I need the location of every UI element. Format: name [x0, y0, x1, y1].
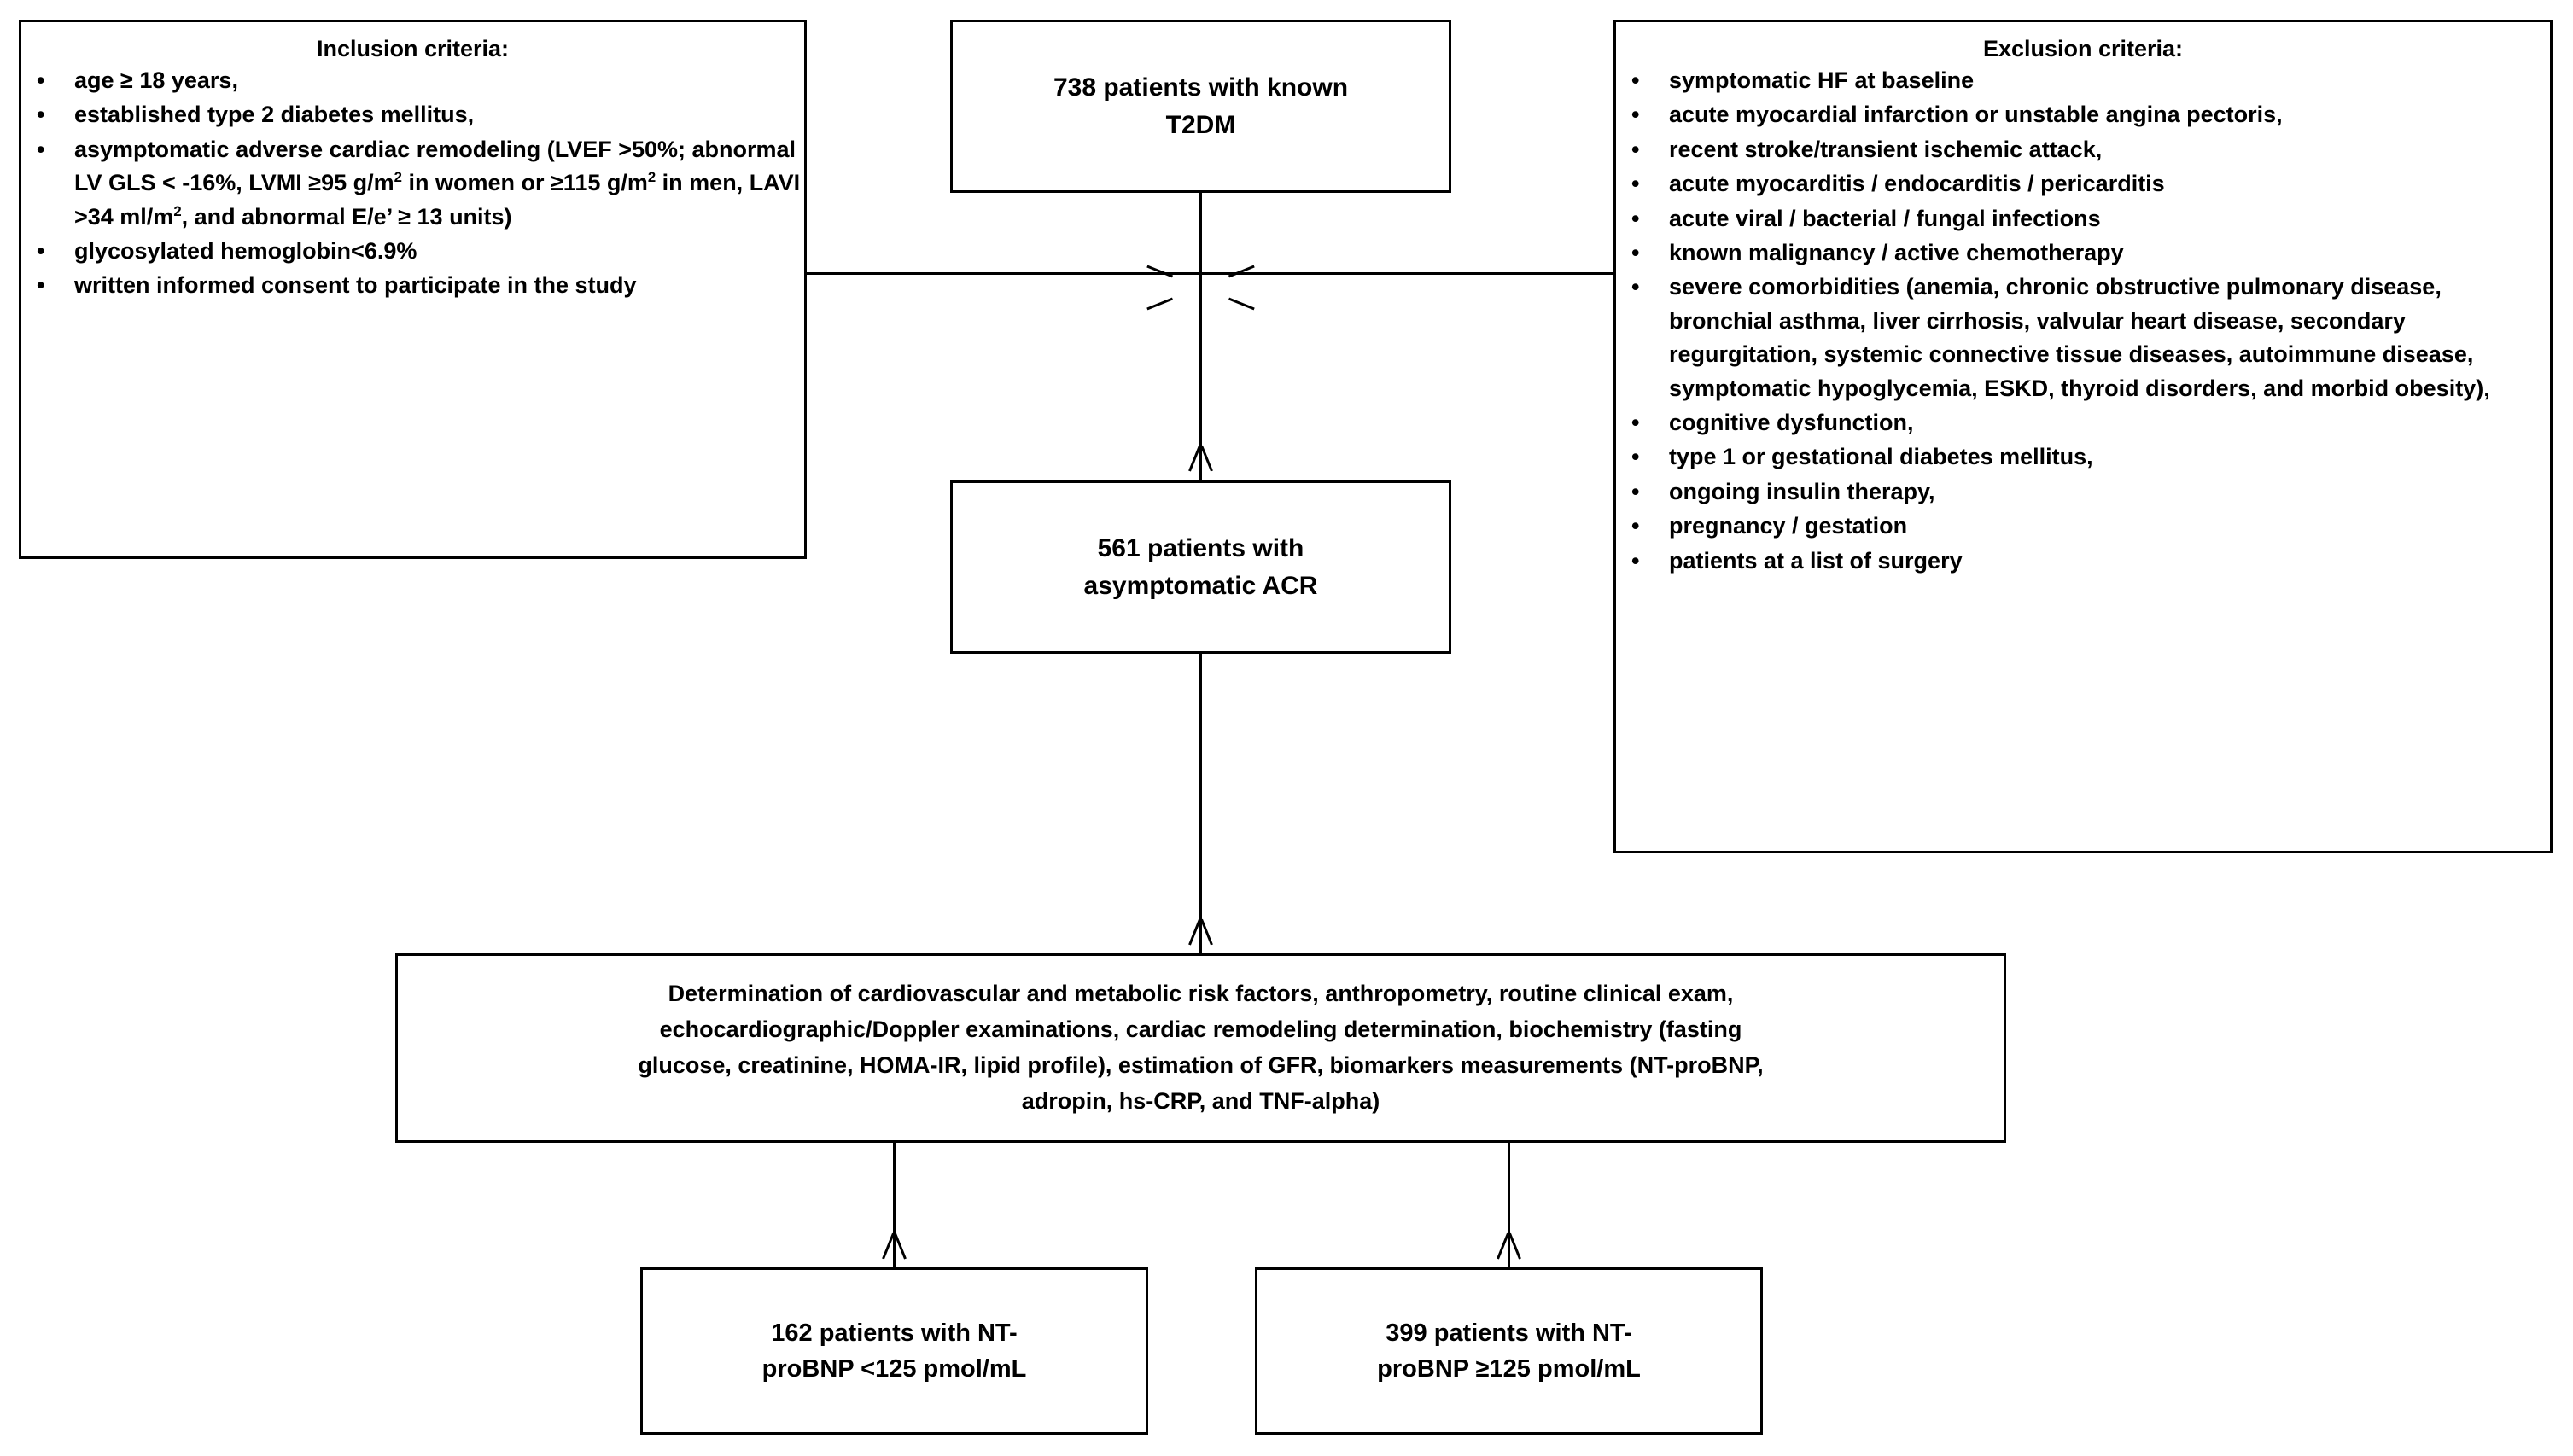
bullet-icon: • — [1631, 478, 1640, 504]
node-cohort-738: 738 patients with known T2DM — [950, 20, 1451, 193]
arrowhead-exclusion-bottom — [1228, 297, 1255, 311]
bullet-icon: • — [1631, 240, 1640, 266]
inclusion-item-text: asymptomatic adverse cardiac remodeling … — [74, 136, 801, 230]
cohort-top-line1: 738 patients with known — [1053, 73, 1349, 102]
group-high-line2: proBNP ≥125 pmol/mL — [1377, 1355, 1641, 1383]
exclusion-item-text: ongoing insulin therapy, — [1669, 478, 1935, 504]
bullet-icon: • — [1631, 547, 1640, 574]
exclusion-item-text: type 1 or gestational diabetes mellitus, — [1669, 444, 2093, 470]
inclusion-item-text: age ≥ 18 years, — [74, 67, 238, 93]
arrowhead-inclusion-bottom — [1146, 297, 1174, 311]
group-high-line1: 399 patients with NT- — [1386, 1319, 1632, 1347]
list-item: • ongoing insulin therapy, — [1616, 475, 2550, 509]
inclusion-criteria-list: • age ≥ 18 years, • established type 2 d… — [21, 64, 804, 304]
bullet-icon: • — [1631, 136, 1640, 162]
arrowhead-399-right — [1508, 1232, 1521, 1260]
bullet-icon: • — [1631, 171, 1640, 197]
exclusion-item-text: acute viral / bacterial / fungal infecti… — [1669, 205, 2101, 231]
node-assessment: Determination of cardiovascular and meta… — [395, 953, 2006, 1143]
connector-assessment-to-399 — [1508, 1143, 1510, 1267]
cohort-top-line2: T2DM — [1165, 110, 1236, 139]
connector-inclusion-to-spine — [807, 272, 1199, 275]
connector-exclusion-to-spine — [1202, 272, 1613, 275]
connector-561-to-assessment — [1199, 654, 1202, 953]
inclusion-item-text: written informed consent to participate … — [74, 272, 637, 299]
exclusion-item-text: known malignancy / active chemotherapy — [1669, 240, 2124, 266]
exclusion-item-text: recent stroke/transient ischemic attack, — [1669, 136, 2103, 162]
exclusion-item-text: symptomatic HF at baseline — [1669, 67, 1975, 93]
bullet-icon: • — [1631, 205, 1640, 231]
cohort-acr-line1: 561 patients with — [1097, 534, 1304, 562]
connector-assessment-to-162 — [893, 1143, 896, 1267]
bullet-icon: • — [37, 238, 45, 265]
arrowhead-inclusion-top — [1146, 265, 1174, 278]
node-cohort-561: 561 patients with asymptomatic ACR — [950, 480, 1451, 654]
exclusion-criteria-list: • symptomatic HF at baseline • acute myo… — [1616, 64, 2550, 579]
inclusion-criteria-box: Inclusion criteria: • age ≥ 18 years, • … — [19, 20, 807, 559]
node-group-162: 162 patients with NT- proBNP <125 pmol/m… — [640, 1267, 1148, 1435]
exclusion-item-text: severe comorbidities (anemia, chronic ob… — [1669, 274, 2490, 401]
exclusion-criteria-box: Exclusion criteria: • symptomatic HF at … — [1613, 20, 2553, 853]
bullet-icon: • — [1631, 274, 1640, 300]
group-low-line1: 162 patients with NT- — [771, 1319, 1018, 1347]
connector-738-to-561 — [1199, 193, 1202, 480]
exclusion-item-text: acute myocardial infarction or unstable … — [1669, 102, 2283, 128]
inclusion-criteria-heading: Inclusion criteria: — [316, 36, 510, 61]
list-item: • cognitive dysfunction, — [1616, 406, 2550, 440]
list-item: • severe comorbidities (anemia, chronic … — [1616, 271, 2550, 405]
bullet-icon: • — [1631, 444, 1640, 470]
assessment-line4: adropin, hs-CRP, and TNF-alpha) — [1021, 1087, 1380, 1114]
list-item: • type 1 or gestational diabetes mellitu… — [1616, 440, 2550, 474]
list-item: • pregnancy / gestation — [1616, 510, 2550, 543]
list-item: • established type 2 diabetes mellitus, — [21, 98, 804, 131]
bullet-icon: • — [37, 67, 45, 93]
arrowhead-561-right — [1200, 445, 1213, 472]
arrowhead-162-right — [894, 1232, 907, 1260]
list-item: • known malignancy / active chemotherapy — [1616, 236, 2550, 270]
bullet-icon: • — [37, 136, 45, 162]
list-item: • acute myocardial infarction or unstabl… — [1616, 98, 2550, 131]
bullet-icon: • — [1631, 67, 1640, 93]
list-item: • glycosylated hemoglobin<6.9% — [21, 235, 804, 268]
arrowhead-exclusion-top — [1228, 265, 1255, 278]
group-low-line2: proBNP <125 pmol/mL — [761, 1355, 1027, 1383]
bullet-icon: • — [37, 102, 45, 128]
assessment-line2: echocardiographic/Doppler examinations, … — [659, 1016, 1742, 1043]
node-group-399: 399 patients with NT- proBNP ≥125 pmol/m… — [1255, 1267, 1763, 1435]
bullet-icon: • — [1631, 102, 1640, 128]
exclusion-item-text: cognitive dysfunction, — [1669, 410, 1914, 436]
list-item: • age ≥ 18 years, — [21, 64, 804, 97]
list-item: • asymptomatic adverse cardiac remodelin… — [21, 133, 804, 234]
exclusion-item-text: acute myocarditis / endocarditis / peric… — [1669, 171, 2165, 197]
arrowhead-assessment-right — [1200, 918, 1213, 946]
exclusion-item-text: pregnancy / gestation — [1669, 513, 1908, 539]
assessment-line1: Determination of cardiovascular and meta… — [668, 981, 1734, 1007]
list-item: • acute myocarditis / endocarditis / per… — [1616, 167, 2550, 201]
exclusion-criteria-heading: Exclusion criteria: — [1982, 36, 2184, 61]
assessment-line3: glucose, creatinine, HOMA-IR, lipid prof… — [638, 1052, 1764, 1078]
inclusion-item-text: glycosylated hemoglobin<6.9% — [74, 238, 417, 265]
bullet-icon: • — [1631, 410, 1640, 436]
list-item: • patients at a list of surgery — [1616, 545, 2550, 578]
list-item: • written informed consent to participat… — [21, 269, 804, 302]
cohort-acr-line2: asymptomatic ACR — [1083, 571, 1318, 600]
list-item: • recent stroke/transient ischemic attac… — [1616, 133, 2550, 166]
bullet-icon: • — [37, 272, 45, 299]
inclusion-item-text: established type 2 diabetes mellitus, — [74, 102, 475, 128]
bullet-icon: • — [1631, 513, 1640, 539]
list-item: • acute viral / bacterial / fungal infec… — [1616, 202, 2550, 236]
exclusion-item-text: patients at a list of surgery — [1669, 547, 1963, 574]
list-item: • symptomatic HF at baseline — [1616, 64, 2550, 97]
